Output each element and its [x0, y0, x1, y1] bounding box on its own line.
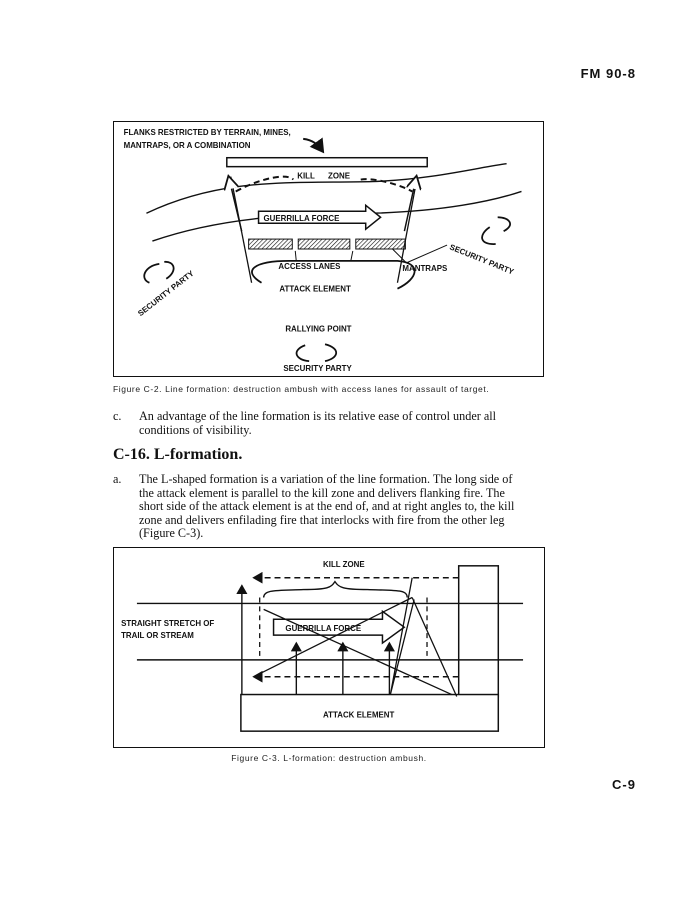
left-security-party-label: SECURITY PARTY [136, 268, 196, 318]
access-lanes-label: ACCESS LANES [278, 262, 340, 271]
rallying-security-symbol [295, 343, 338, 363]
zone-label: ZONE [328, 172, 350, 181]
left-security-symbol [143, 261, 175, 284]
paragraph-c: c. An advantage of the line formation is… [113, 409, 513, 437]
enfilade-line-2 [253, 596, 413, 678]
figure-c3-diagram: KILL ZONE ATTACK ELEMENT STRAIGHT STRETC… [121, 560, 524, 732]
enfilade-line-3 [389, 577, 458, 697]
paragraph-c-text: An advantage of the line formation is it… [139, 409, 497, 437]
restricting-bar [226, 156, 428, 168]
access-lanes-pointers [294, 250, 354, 262]
kill-zone-label: KILL ZONE [323, 560, 365, 569]
paragraph-a: a. The L-shaped formation is a variation… [113, 472, 523, 541]
attack-element-label: ATTACK ELEMENT [279, 285, 351, 294]
enfilade-line-1 [263, 608, 453, 696]
paragraph-a-letter: a. [113, 472, 122, 486]
figure-c2: FLANKS RESTRICTED BY TERRAIN, MINES, MAN… [113, 121, 544, 377]
manual-id: FM 90-8 [580, 66, 636, 81]
page-number: C-9 [612, 777, 636, 792]
flanks-arrow [303, 137, 325, 154]
flanks-label-line2: MANTRAPS, OR A COMBINATION [124, 141, 251, 150]
paragraph-a-text: The L-shaped formation is a variation of… [139, 472, 515, 540]
figure-c3-caption: Figure C-3. L-formation: destruction amb… [231, 753, 427, 763]
guerrilla-force-label: GUERRILLA FORCE [285, 624, 361, 633]
figure-c2-caption: Figure C-2. Line formation: destruction … [113, 384, 490, 394]
mantrap-bar-right [355, 238, 406, 250]
mantraps-pointers [392, 244, 448, 264]
left-assault-arrow [230, 182, 243, 232]
attack-element-long-side [240, 693, 500, 732]
right-assault-arrow [403, 182, 415, 232]
guerrilla-force-arrow [272, 609, 406, 645]
section-title: C-16. L-formation. [113, 446, 243, 463]
figure-c3: KILL ZONE ATTACK ELEMENT STRAIGHT STRETC… [113, 547, 545, 748]
guerrilla-force-label: GUERRILLA FORCE [264, 214, 340, 223]
kill-label: KILL [297, 172, 315, 181]
kill-zone-brace [262, 580, 408, 598]
kill-zone-arc [235, 175, 413, 193]
guerrilla-force-arrow [257, 203, 382, 231]
bottom-security-party-label: SECURITY PARTY [283, 364, 352, 373]
mantrap-bar-center [297, 238, 351, 250]
right-flank-line [396, 176, 418, 283]
straight-stretch-label-line2: TRAIL OR STREAM [121, 631, 194, 640]
flanks-label-line1: FLANKS RESTRICTED BY TERRAIN, MINES, [124, 128, 291, 137]
rallying-point-label: RALLYING POINT [285, 324, 351, 333]
figure-c2-diagram: FLANKS RESTRICTED BY TERRAIN, MINES, MAN… [124, 128, 522, 373]
paragraph-c-letter: c. [113, 409, 122, 423]
right-security-symbol [481, 216, 511, 245]
attack-element-short-side [457, 565, 500, 698]
mantrap-bar-left [248, 238, 293, 250]
straight-stretch-label-line1: STRAIGHT STRETCH OF [121, 619, 214, 628]
attack-element-arc [251, 260, 416, 290]
mantraps-label: MANTRAPS [402, 264, 447, 273]
trail-line-upper [146, 162, 507, 214]
right-security-party-label: SECURITY PARTY [448, 243, 515, 277]
attack-element-label: ATTACK ELEMENT [323, 710, 394, 719]
